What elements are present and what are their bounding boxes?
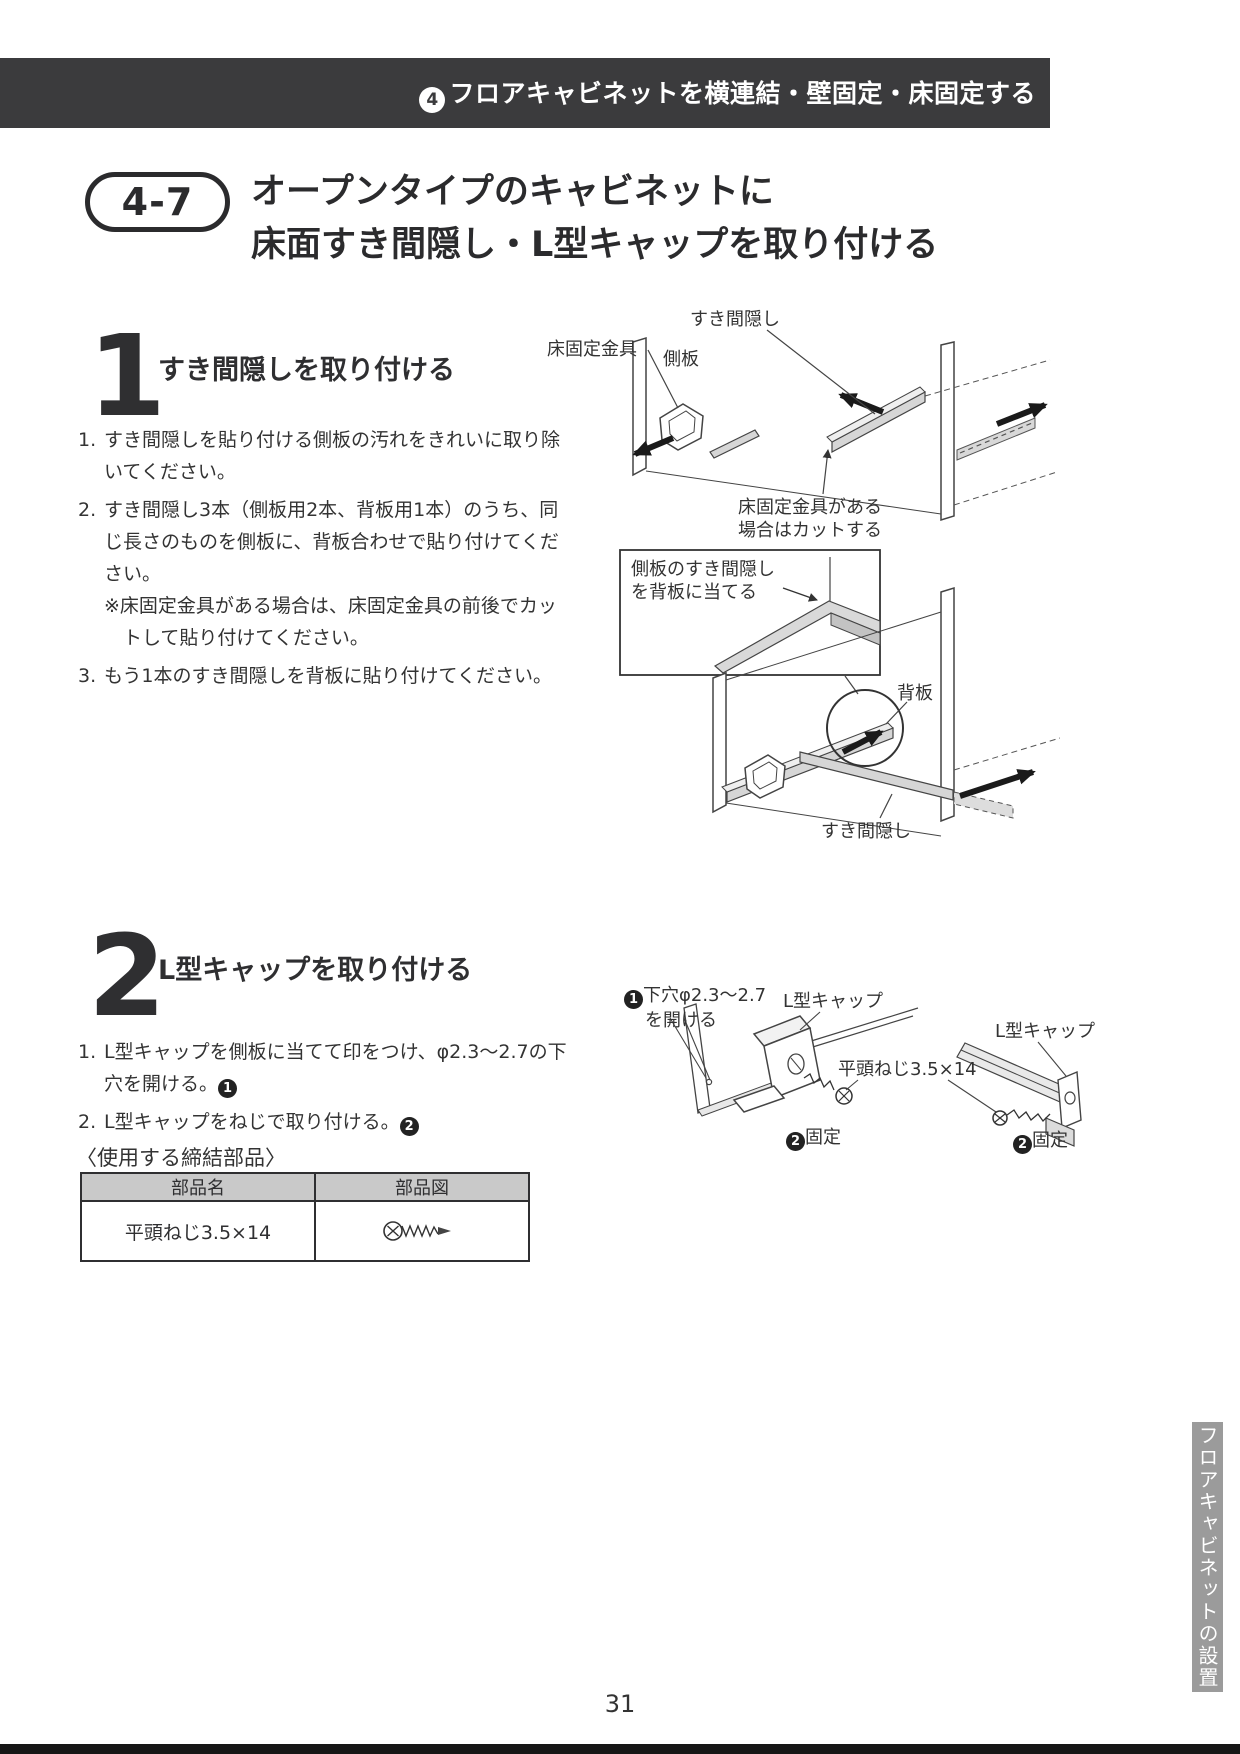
label-pilot-hole-line1: 下穴φ2.3～2.7 (643, 985, 767, 1006)
list-text: すき間隠しを貼り付ける側板の汚れをきれいに取り除いてください。 (104, 429, 561, 483)
page-number: 31 (604, 1690, 636, 1718)
callout-2-badge: 2 (1013, 1135, 1032, 1154)
list-text: もう1本のすき間隠しを背板に貼り付けてください。 (104, 665, 552, 687)
step1-heading: すき間隠しを取り付ける (158, 355, 455, 386)
section-number: 4-7 (121, 180, 194, 224)
callout-2-badge: 2 (399, 1117, 419, 1136)
lcap-diagram-drawing (669, 1003, 1082, 1147)
list-text: L型キャップをねじで取り付ける。2 (104, 1106, 578, 1138)
step2-instructions: 1. L型キャップを側板に当てて印をつけ、φ2.3～2.7の下穴を開ける。1 2… (78, 1036, 578, 1138)
bottom-edge-bar (0, 1744, 1240, 1754)
label-fix-left-text: 固定 (805, 1127, 841, 1148)
list-item: 1. L型キャップを側板に当てて印をつけ、φ2.3～2.7の下穴を開ける。1 (78, 1036, 578, 1100)
label-pilot-hole-line2: を開ける (645, 1010, 717, 1031)
label-inset-note: 側板のすき間隠し を背板に当てる (631, 558, 775, 604)
list-text-main: すき間隠し3本（側板用2本、背板用1本）のうち、同じ長さのものを側板に、背板合わ… (104, 499, 559, 585)
parts-table-header-row: 部品名 部品図 (82, 1174, 528, 1202)
step1-illustration: すき間隠し 床固定金具 側板 床固定金具がある 場合はカットする 側板のすき間隠… (545, 300, 1060, 845)
section-number-pill: 4-7 (85, 172, 230, 232)
list-text: L型キャップを側板に当てて印をつけ、φ2.3～2.7の下穴を開ける。1 (104, 1036, 578, 1100)
section-title: オープンタイプのキャビネットに 床面すき間隠し・L型キャップを取り付ける (251, 166, 938, 272)
label-cut-note-line2: 場合はカットする (738, 520, 882, 541)
part-figure-cell (316, 1202, 528, 1260)
list-item: 2. L型キャップをねじで取り付ける。2 (78, 1106, 578, 1138)
list-marker: 2. (78, 499, 97, 521)
callout-1-badge: 1 (624, 990, 643, 1009)
list-marker: 1. (78, 429, 97, 451)
label-inset-note-line1: 側板のすき間隠し (631, 559, 775, 580)
list-item: 1. すき間隠しを貼り付ける側板の汚れをきれいに取り除いてください。 (78, 424, 564, 488)
list-marker: 2. (78, 1111, 97, 1133)
label-fix-right-text: 固定 (1032, 1130, 1068, 1151)
label-cut-note-line1: 床固定金具がある (738, 497, 882, 518)
chapter-number-badge: 4 (419, 86, 446, 113)
label-flat-head-screw: 平頭ねじ3.5×14 (838, 1059, 977, 1080)
step1-number: 1 (88, 312, 166, 442)
section-title-line2: 床面すき間隠し・L型キャップを取り付ける (251, 225, 939, 265)
list-marker: 3. (78, 665, 97, 687)
label-gap-cover-bottom: すき間隠し (821, 821, 911, 842)
label-inset-note-line2: を背板に当てる (631, 582, 757, 603)
flat-head-screw-icon (383, 1221, 451, 1241)
side-tab-chapter: フロアキャビネットの設置 (1192, 1422, 1223, 1692)
label-floor-bracket: 床固定金具 (547, 339, 637, 360)
parts-table-caption: 〈使用する締結部品〉 (76, 1146, 286, 1170)
cabinet-diagram-drawing (619, 329, 1060, 837)
label-back-panel: 背板 (897, 683, 933, 704)
label-gap-cover-top: すき間隠し (690, 309, 780, 330)
list-marker: 1. (78, 1041, 97, 1063)
parts-table: 部品名 部品図 平頭ねじ3.5×14 (80, 1172, 530, 1262)
parts-table-col-name: 部品名 (82, 1174, 316, 1200)
callout-2-badge: 2 (786, 1132, 805, 1151)
label-cut-note: 床固定金具がある 場合はカットする (738, 496, 882, 542)
list-text-main: L型キャップを側板に当てて印をつけ、φ2.3～2.7の下穴を開ける。 (104, 1041, 567, 1095)
part-name: 平頭ねじ3.5×14 (82, 1202, 316, 1260)
label-lcap-left: L型キャップ (783, 991, 884, 1012)
step1-instructions: 1. すき間隠しを貼り付ける側板の汚れをきれいに取り除いてください。 2. すき… (78, 424, 564, 692)
section-title-line1: オープンタイプのキャビネットに (251, 172, 774, 212)
step2-heading: L型キャップを取り付ける (158, 955, 473, 986)
label-lcap-right: L型キャップ (995, 1021, 1096, 1042)
parts-table-col-figure: 部品図 (395, 1178, 449, 1199)
list-item: 3. もう1本のすき間隠しを背板に貼り付けてください。 (78, 660, 564, 692)
callout-1-badge: 1 (218, 1079, 238, 1098)
step2-number: 2 (88, 912, 166, 1042)
chapter-header-label: フロアキャビネットを横連結・壁固定・床固定する (449, 78, 1036, 108)
list-item: 2. すき間隠し3本（側板用2本、背板用1本）のうち、同じ長さのものを側板に、背… (78, 494, 564, 654)
list-text: すき間隠し3本（側板用2本、背板用1本）のうち、同じ長さのものを側板に、背板合わ… (104, 494, 564, 654)
label-side-panel: 側板 (663, 349, 699, 370)
list-text-main: L型キャップをねじで取り付ける。 (104, 1111, 400, 1133)
parts-table-row: 平頭ねじ3.5×14 (82, 1202, 528, 1260)
list-text-note: ※床固定金具がある場合は、床固定金具の前後でカットして貼り付けてください。 (104, 595, 557, 649)
